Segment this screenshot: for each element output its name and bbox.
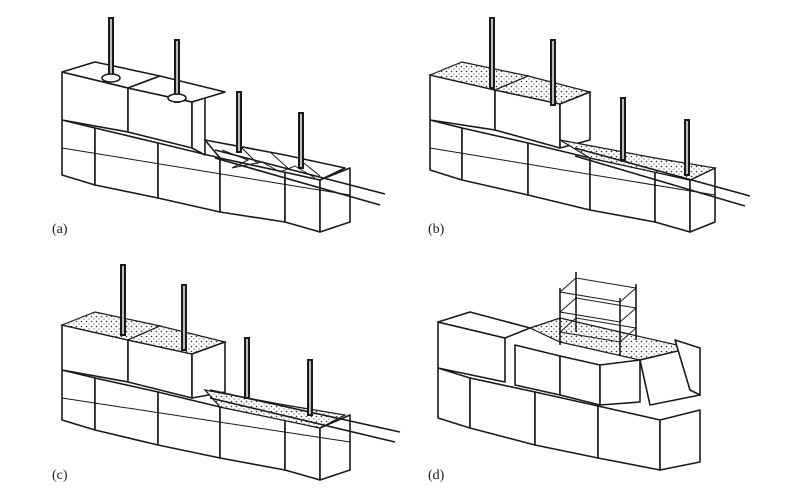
panel-c-drawing [59,264,401,481]
panel-label-c: (c) [52,468,68,483]
panel-label-a: (a) [52,222,68,237]
panel-d-drawing [437,272,701,471]
panel-label-b: (b) [428,222,445,237]
panel-label-d: (d) [428,468,445,483]
panel-a-drawing [61,17,386,233]
rebar-cage [558,272,638,355]
panel-b-drawing [428,17,751,233]
